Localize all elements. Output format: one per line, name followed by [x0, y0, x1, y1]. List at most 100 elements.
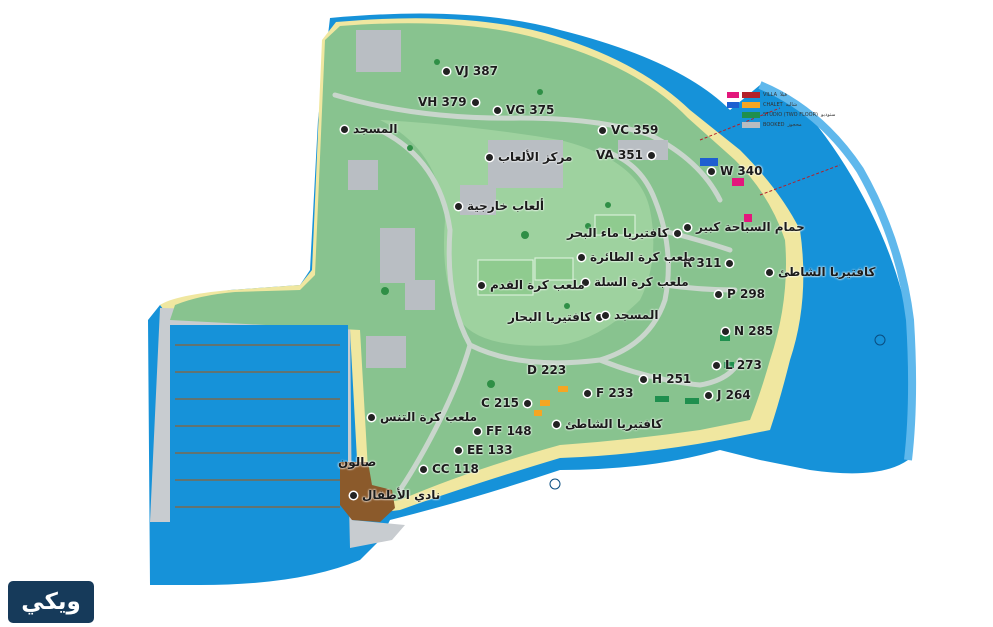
map-label-volleyball[interactable]: ملعب كرة الطائرة: [578, 250, 696, 264]
map-label-mosque-north[interactable]: المسجد: [341, 122, 397, 136]
map-label-mosque-central[interactable]: المسجد: [602, 308, 658, 322]
map-label-j[interactable]: J 264: [705, 388, 751, 402]
label-text: D 223: [527, 363, 567, 377]
legend-row: BOOKED محجوز: [727, 120, 835, 130]
legend-swatch: [742, 112, 760, 118]
map-label-cc[interactable]: CC 118: [420, 462, 479, 476]
map-pin-icon: [486, 153, 493, 161]
legend-label: VILLA: [763, 92, 778, 98]
map-pin-icon: [726, 259, 734, 267]
label-text: كافتيريا الشاطئ: [565, 417, 663, 431]
map-pin-icon: [673, 229, 681, 237]
map-pin-icon: [443, 67, 450, 75]
map-label-h[interactable]: H 251: [640, 372, 691, 386]
map-label-beach-cafe-south[interactable]: كافتيريا الشاطئ: [553, 417, 662, 431]
map-label-ee[interactable]: EE 133: [455, 443, 513, 457]
legend-label-ar: ستوديو: [821, 112, 836, 118]
harbor-wall: [150, 308, 405, 548]
map-pin-icon: [596, 313, 604, 321]
map-label-football[interactable]: ملعب كرة القدم: [478, 278, 585, 292]
map-label-vj[interactable]: VJ 387: [443, 64, 498, 78]
map-label-r[interactable]: R 311: [683, 256, 734, 270]
map-label-sailors-cafe[interactable]: كافتيريا البحار: [508, 310, 604, 324]
map-label-n[interactable]: N 285: [722, 324, 773, 338]
label-text: VA 351: [596, 148, 643, 162]
label-text: كافتيريا البحار: [508, 310, 592, 324]
legend-row: CHALET شاليه: [727, 100, 835, 110]
label-text: المسجد: [353, 122, 398, 136]
label-text: EE 133: [467, 443, 513, 457]
label-text: H 251: [652, 372, 692, 386]
map-label-sea-water-cafe[interactable]: كافتيريا ماء البحر: [567, 226, 681, 240]
map-label-kids-club[interactable]: نادي الأطفال: [350, 488, 440, 502]
central-park: [380, 120, 654, 346]
map-pin-icon: [578, 253, 585, 261]
trees: [381, 59, 611, 388]
legend-swatch: [742, 102, 760, 108]
legend-label: BOOKED: [763, 122, 785, 128]
map-label-vh[interactable]: VH 379: [418, 95, 479, 109]
label-text: CC 118: [432, 462, 479, 476]
map-pin-icon: [455, 446, 462, 454]
map-label-va[interactable]: VA 351: [596, 148, 655, 162]
roads: [332, 92, 743, 493]
label-text: ألعاب خارجية: [467, 199, 545, 213]
map-pin-icon: [648, 151, 655, 159]
map-pin-icon: [684, 223, 691, 231]
label-text: كافتيريا الشاطئ: [778, 265, 876, 279]
map-label-c[interactable]: C 215: [481, 396, 532, 410]
label-text: L 273: [725, 358, 762, 372]
map-pin-icon: [766, 268, 773, 276]
map-pin-icon: [599, 126, 606, 134]
label-text: VG 375: [506, 103, 555, 117]
map-pin-icon: [602, 311, 609, 319]
units: [534, 158, 752, 416]
label-text: P 298: [727, 287, 766, 301]
boundary-line: [759, 164, 841, 196]
map-pin-icon: [471, 98, 479, 106]
marina-piers: [175, 344, 340, 508]
map-label-beach-cafe-east[interactable]: كافتيريا الشاطئ: [766, 265, 875, 279]
legend-label: STUDIO (TWO FLOOR): [763, 112, 818, 118]
legend-swatch: [727, 102, 739, 108]
map-pin-icon: [341, 125, 348, 133]
map-pin-icon: [455, 202, 462, 210]
label-text: VH 379: [418, 95, 467, 109]
map-pin-icon: [474, 427, 481, 435]
label-text: حمام السباحة كبير: [696, 220, 805, 234]
map-label-vc[interactable]: VC 359: [599, 123, 658, 137]
label-text: J 264: [717, 388, 751, 402]
sea-lagoon-edge: [758, 81, 917, 461]
buildings: [348, 30, 668, 368]
map-label-p[interactable]: P 298: [715, 287, 765, 301]
map-label-ff[interactable]: FF 148: [474, 424, 532, 438]
map-label-l[interactable]: L 273: [713, 358, 762, 372]
map-label-big-pool[interactable]: حمام السباحة كبير: [684, 220, 805, 234]
legend-label-ar: فيلا: [780, 92, 787, 98]
map-label-w[interactable]: W 340: [708, 164, 762, 178]
map-pin-icon: [584, 389, 591, 397]
map-pin-icon: [722, 327, 729, 335]
map-label-outdoor-games[interactable]: ألعاب خارجية: [455, 199, 544, 213]
map-label-salon[interactable]: صالون: [338, 455, 376, 469]
label-text: VJ 387: [455, 64, 498, 78]
map-label-basketball[interactable]: ملعب كرة السلة: [582, 275, 689, 289]
site-logo: ويكي: [8, 581, 94, 623]
legend-row: STUDIO (TWO FLOOR) ستوديو: [727, 110, 835, 120]
map-pin-icon: [582, 278, 589, 286]
legend-swatch: [727, 92, 739, 98]
label-text: نادي الأطفال: [362, 488, 441, 502]
boat-marker: [874, 334, 886, 346]
label-text: W 340: [720, 164, 763, 178]
map-label-games-center[interactable]: مركز الألعاب: [486, 150, 572, 164]
legend: VILLA فيلا CHALET شاليه STUDIO (TWO FLOO…: [727, 90, 835, 130]
map-pin-icon: [350, 491, 357, 499]
label-text: FF 148: [486, 424, 532, 438]
map-label-f[interactable]: F 233: [584, 386, 633, 400]
map-label-d[interactable]: D 223: [527, 363, 566, 377]
map-label-tennis[interactable]: ملعب كرة التنس: [368, 410, 477, 424]
map-label-vg[interactable]: VG 375: [494, 103, 554, 117]
label-text: ملعب كرة القدم: [490, 278, 585, 292]
map-pin-icon: [708, 167, 715, 175]
label-text: صالون: [338, 455, 377, 469]
